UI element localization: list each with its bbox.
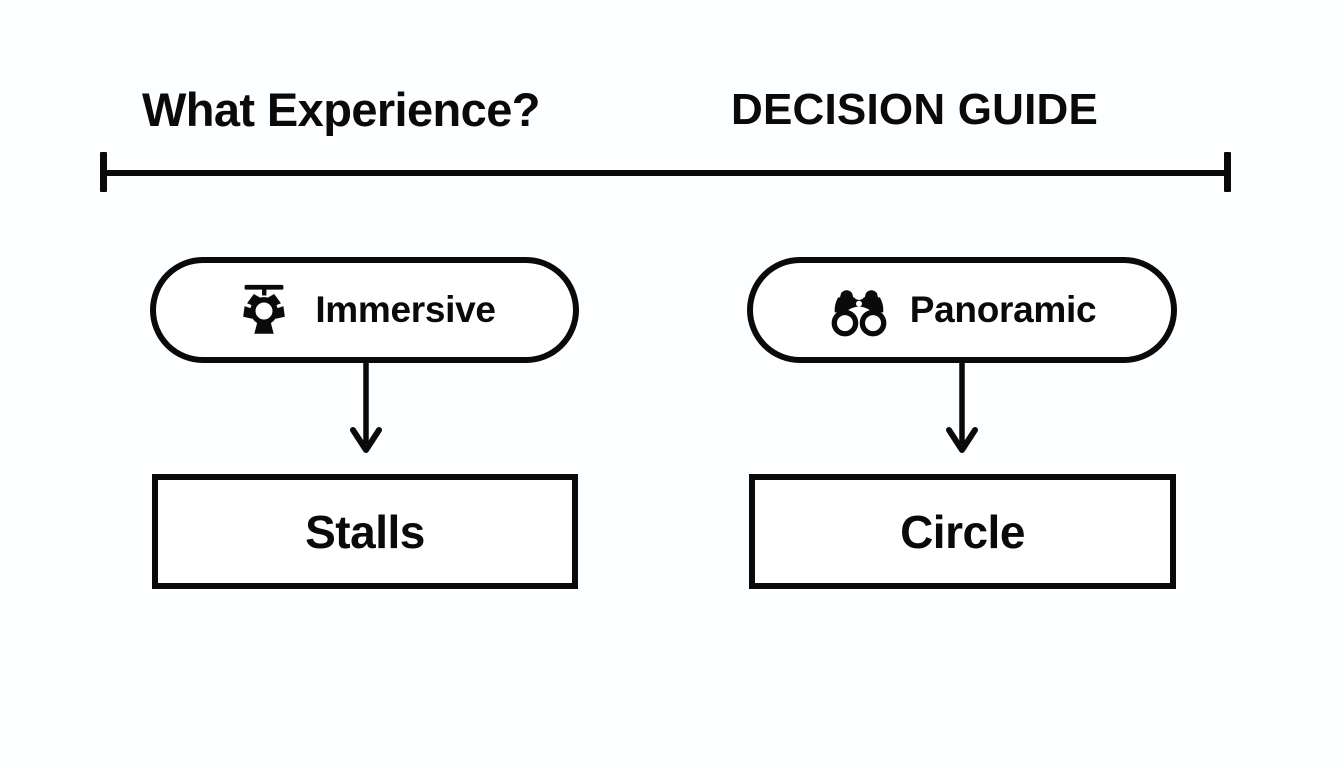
stage-spotlight-icon	[243, 284, 286, 334]
divider	[100, 152, 1231, 194]
option-pill-panoramic[interactable]: Panoramic	[747, 257, 1177, 363]
divider-line	[100, 170, 1231, 176]
option-pill-immersive[interactable]: Immersive	[150, 257, 579, 363]
outcome-box-circle[interactable]: Circle	[749, 474, 1176, 589]
binoculars-icon	[831, 290, 887, 337]
divider-cap-right-icon	[1224, 152, 1231, 192]
outcome-box-stalls[interactable]: Stalls	[152, 474, 578, 589]
outcome-label: Stalls	[305, 505, 425, 558]
outcome-label: Circle	[900, 505, 1025, 558]
option-pill-label: Panoramic	[909, 289, 1097, 330]
guide-label: DECISION GUIDE	[731, 85, 1099, 134]
connector-arrow-panoramic	[946, 358, 978, 453]
option-pill-label: Immersive	[315, 289, 496, 330]
connector-arrow-immersive	[350, 358, 382, 453]
page-title: What Experience?	[142, 83, 540, 136]
